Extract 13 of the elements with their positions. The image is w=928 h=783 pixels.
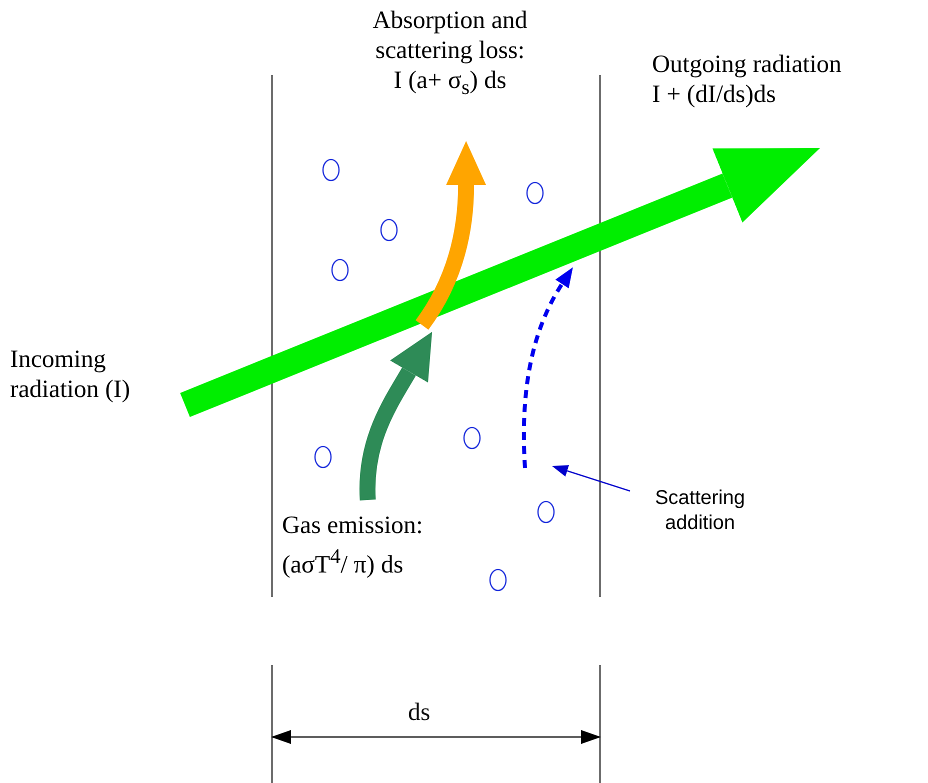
callout-text: Scattering addition [654,486,746,536]
radiation-arrow [360,332,432,500]
node-heading: Outgoing radiation [652,50,843,80]
formula: (aσT$^{4}$/ π) ds [282,543,404,580]
node-heading: Absorption and scattering loss: [372,6,528,66]
radiation-beam-arrow [180,148,820,418]
formula: I (a+ σ$_{s}$) ds [392,66,508,101]
formula: I + (dI/ds)ds [652,80,777,110]
node-heading: Gas emission: [282,511,424,541]
radiation-arrow [415,141,486,330]
dimension-label: ds [408,698,430,728]
node-heading: Incoming radiation (I) [10,345,132,405]
leader-line [552,465,630,492]
